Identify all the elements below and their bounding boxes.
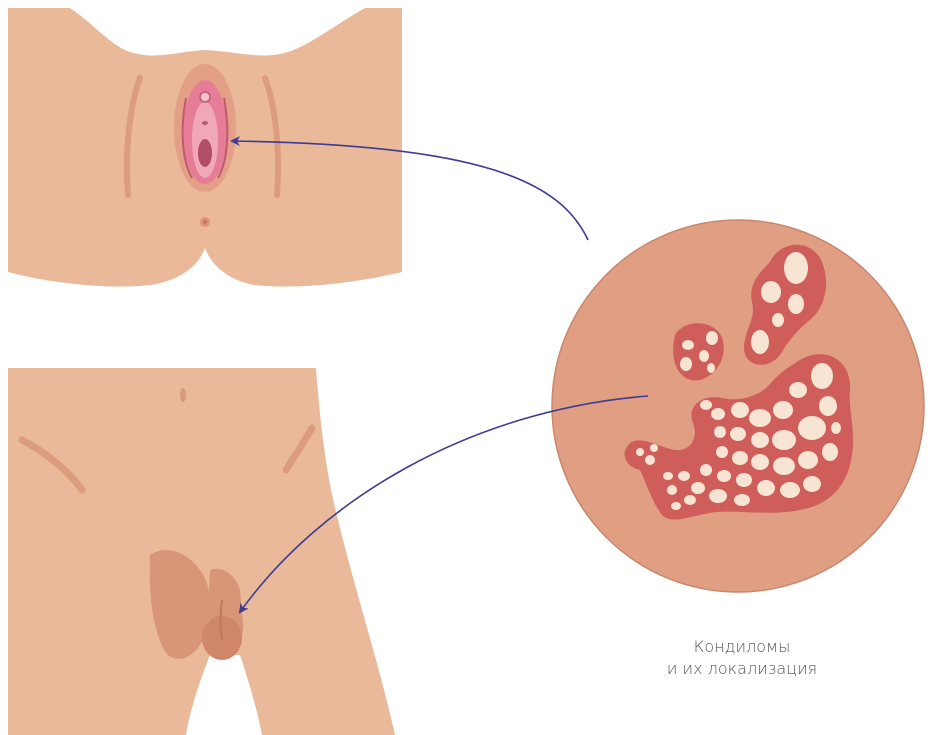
caption-line-2: и их локализация	[612, 658, 872, 680]
wart-nodule	[700, 464, 712, 476]
wart-nodule	[798, 451, 818, 469]
caption-line-1: Кондиломы	[612, 636, 872, 658]
wart-nodule	[730, 427, 746, 441]
wart-nodule	[691, 482, 705, 494]
wart-nodule	[636, 448, 644, 456]
male-genital-illustration	[8, 368, 395, 735]
wart-nodule	[819, 396, 837, 416]
wart-nodule	[650, 444, 658, 452]
wart-nodule	[789, 382, 807, 398]
male-body-silhouette	[8, 368, 395, 735]
wart-nodule	[645, 455, 655, 465]
urethral-opening	[202, 121, 208, 125]
wart-nodule	[711, 408, 725, 420]
vaginal-opening	[198, 139, 212, 167]
wart-nodule	[780, 482, 800, 498]
wart-nodule	[831, 422, 841, 434]
wart-nodule	[717, 470, 731, 482]
wart-nodule	[803, 476, 821, 492]
wart-nodule	[684, 495, 696, 505]
female-genital-illustration	[8, 8, 402, 287]
clitoris	[200, 92, 210, 102]
wart-nodule	[751, 454, 769, 470]
wart-nodule	[680, 357, 692, 371]
wart-nodule	[707, 363, 715, 373]
wart-nodule	[716, 446, 728, 458]
wart-nodule	[788, 294, 804, 314]
wart-nodule	[709, 489, 727, 503]
wart-nodule	[663, 472, 673, 480]
wart-nodule	[773, 457, 795, 475]
wart-nodule	[773, 401, 793, 419]
wart-nodule	[784, 252, 808, 284]
navel	[180, 388, 186, 402]
wart-nodule	[798, 416, 826, 440]
wart-nodule	[706, 331, 718, 345]
wart-nodule	[731, 402, 749, 418]
wart-nodule	[682, 340, 694, 350]
wart-nodule	[811, 363, 833, 389]
wart-nodule	[761, 281, 781, 303]
wart-nodule	[772, 313, 784, 327]
wart-nodule	[671, 502, 681, 510]
diagram-caption: Кондиломы и их локализация	[612, 636, 872, 680]
wart-nodule	[714, 426, 726, 438]
wart-nodule	[734, 494, 750, 506]
wart-nodule	[757, 480, 775, 496]
wart-nodule	[749, 409, 771, 427]
wart-nodule	[822, 443, 838, 461]
wart-nodule	[732, 451, 748, 465]
wart-nodule	[736, 473, 752, 487]
wart-nodule	[667, 485, 677, 495]
condyloma-zoom-circle	[552, 220, 924, 592]
wart-nodule	[751, 330, 769, 354]
wart-nodule	[772, 430, 796, 450]
wart-nodule	[678, 471, 690, 481]
anus-center	[203, 220, 207, 224]
wart-nodule	[700, 400, 712, 410]
wart-nodule	[751, 432, 769, 448]
wart-nodule	[699, 350, 709, 362]
